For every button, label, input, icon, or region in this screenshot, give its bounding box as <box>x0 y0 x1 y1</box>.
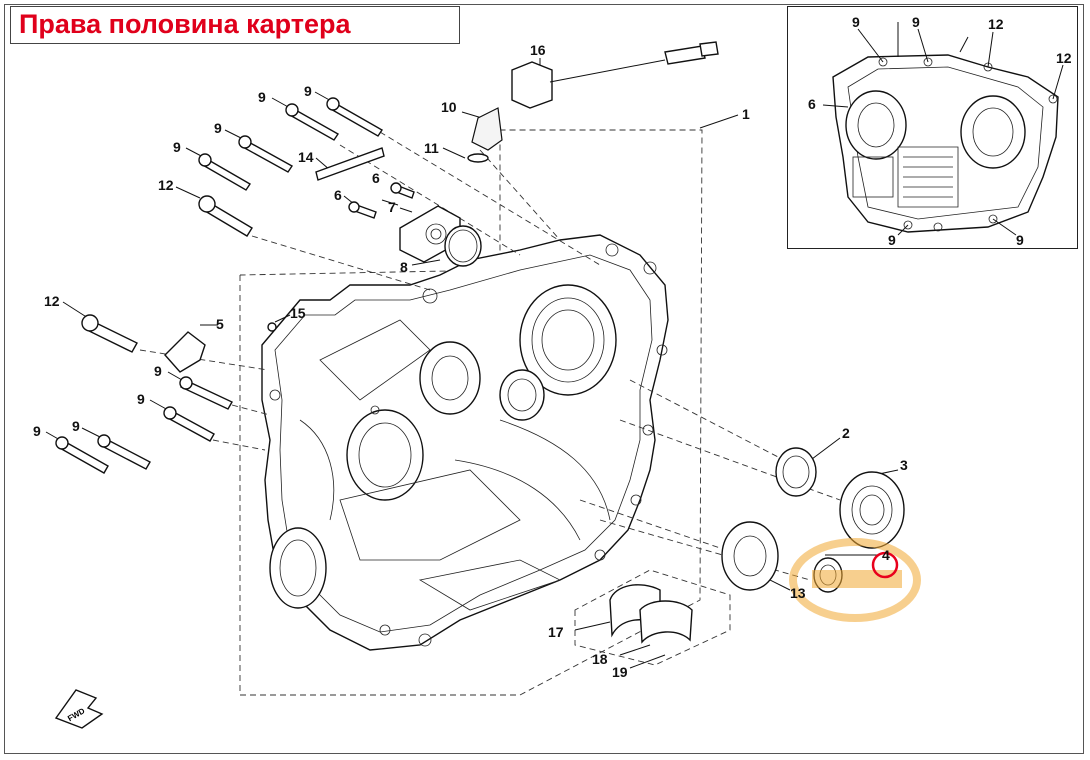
inset-diagram: 9 9 12 12 6 9 9 <box>808 14 1072 248</box>
callout-9-b: 9 <box>304 83 312 99</box>
bolt <box>348 201 377 219</box>
bolt <box>179 376 233 410</box>
callout-9-f: 9 <box>137 391 145 407</box>
bearing-3 <box>839 471 905 549</box>
callout-12-b: 12 <box>44 293 60 309</box>
bolt <box>97 434 151 470</box>
fwd-arrow: FWD <box>54 689 104 729</box>
callout-6-a: 6 <box>372 170 380 186</box>
callout-17: 17 <box>548 624 564 640</box>
inset-callout-9-b: 9 <box>912 14 920 30</box>
stud <box>267 322 277 332</box>
callout-3: 3 <box>900 457 908 473</box>
callout-9-d: 9 <box>173 139 181 155</box>
bolt <box>163 406 215 442</box>
wiring-harness <box>511 41 719 109</box>
callout-9-g: 9 <box>33 423 41 439</box>
callout-7: 7 <box>388 199 396 215</box>
o-ring <box>444 225 482 267</box>
bracket <box>164 331 206 373</box>
callout-14: 14 <box>298 149 314 165</box>
bolt <box>285 103 340 141</box>
callout-labels: 1 2 3 4 5 6 6 7 8 9 9 9 9 9 9 9 9 10 11 … <box>33 42 908 680</box>
callout-13: 13 <box>790 585 806 601</box>
callout-8: 8 <box>400 259 408 275</box>
bolt <box>326 97 383 137</box>
page-title: Права половина картера <box>19 9 351 39</box>
bolt <box>55 436 109 474</box>
gasket-strip <box>315 147 385 181</box>
assembly-outline <box>239 129 731 696</box>
bolt <box>198 153 251 191</box>
callout-18: 18 <box>592 651 608 667</box>
callout-11: 11 <box>424 140 439 156</box>
inset-view: 9 9 12 12 6 9 9 <box>787 6 1078 249</box>
bolt <box>390 182 415 199</box>
callout-2: 2 <box>842 425 850 441</box>
callout-1: 1 <box>742 106 750 122</box>
bolt <box>198 195 253 237</box>
callout-6-b: 6 <box>334 187 342 203</box>
bolt <box>238 135 294 173</box>
inset-callout-9-d: 9 <box>1016 232 1024 248</box>
inset-callout-12-b: 12 <box>1056 50 1072 66</box>
callout-10: 10 <box>441 99 457 115</box>
highlight-marker <box>871 551 899 579</box>
sensor <box>467 107 503 163</box>
inset-callout-9-a: 9 <box>852 14 860 30</box>
callout-9-c: 9 <box>214 120 222 136</box>
callout-5: 5 <box>216 316 224 332</box>
bolt-group <box>55 97 415 474</box>
inset-callout-6: 6 <box>808 96 816 112</box>
inset-callout-9-c: 9 <box>888 232 896 248</box>
callout-19: 19 <box>612 664 628 680</box>
callout-12-a: 12 <box>158 177 174 193</box>
callout-9-a: 9 <box>258 89 266 105</box>
bolt <box>81 314 138 353</box>
callout-15: 15 <box>290 305 306 321</box>
bushing-halves <box>609 584 693 644</box>
title-box: Права половина картера <box>10 6 460 44</box>
bearing-13 <box>721 521 779 591</box>
callout-9-e: 9 <box>154 363 162 379</box>
watermark-logo <box>789 538 921 622</box>
inset-callout-12-a: 12 <box>988 16 1004 32</box>
oil-seal <box>775 447 817 497</box>
callout-4: 4 <box>882 547 890 563</box>
diagram-frame <box>4 4 1084 754</box>
callout-16: 16 <box>530 42 546 58</box>
crankcase-half <box>261 234 669 651</box>
callout-9-h: 9 <box>72 418 80 434</box>
